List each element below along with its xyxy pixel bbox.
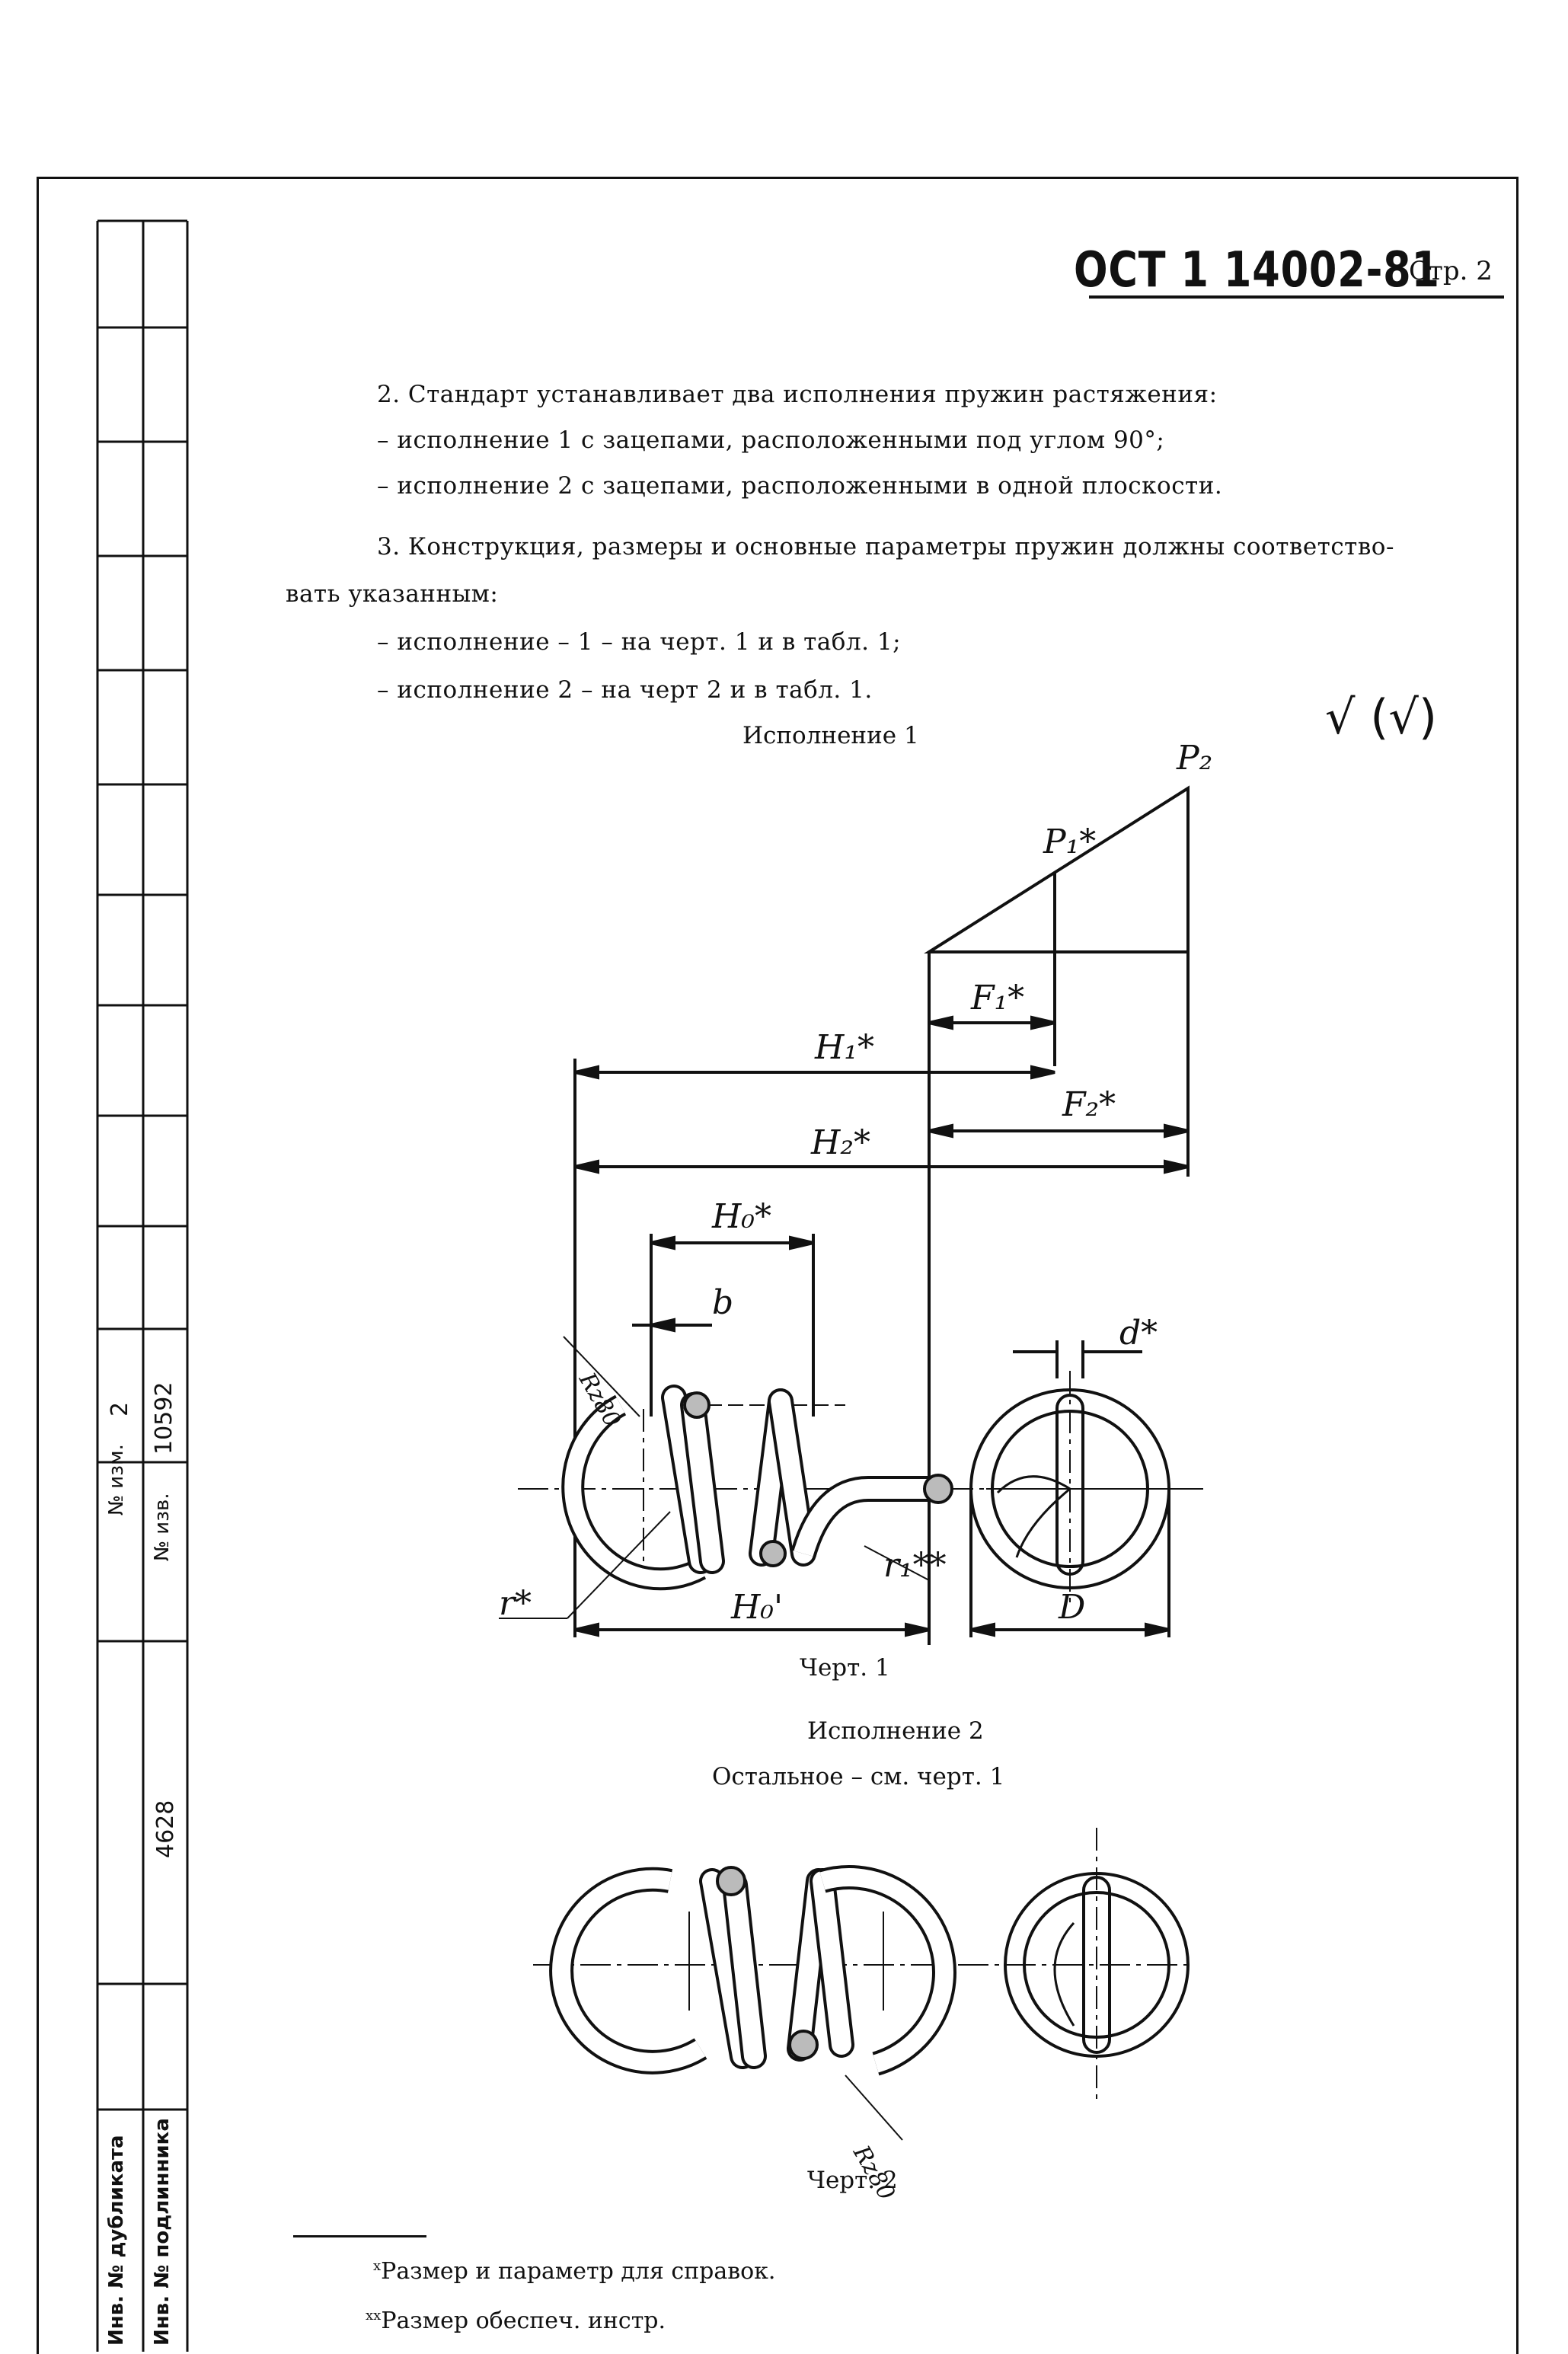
label-r1: r₁** <box>883 1546 947 1585</box>
header-underline <box>1089 295 1504 299</box>
figure-2-drawing: Rz80 <box>533 1828 1190 2205</box>
paragraph-2-item-1: – исполнение 1 с зацепами, расположенным… <box>377 426 1165 454</box>
paragraph-2-item-2: – исполнение 2 с зацепами, расположенным… <box>377 472 1223 500</box>
label-h1: H₁* <box>814 1028 874 1067</box>
paragraph-3-cont: вать указанным: <box>286 580 499 608</box>
footnote-rule <box>293 2235 426 2237</box>
label-h0-prime: H₀' <box>730 1588 783 1627</box>
page-frame <box>37 177 1519 2354</box>
paragraph-2: 2. Стандарт устанавливает два исполнения… <box>377 381 1218 408</box>
label-D: D <box>1058 1588 1085 1627</box>
label-p1: P₁* <box>1043 822 1096 861</box>
label-p2: P₂ <box>1176 739 1212 778</box>
fig2-subtitle: Остальное – см. черт. 1 <box>712 1763 1005 1790</box>
label-rz80-fig1: Rz80 <box>573 1368 626 1433</box>
footnote-2-mark: xx <box>366 2308 382 2324</box>
label-d: d* <box>1119 1314 1158 1353</box>
standard-number: ОСТ 1 14002-81 <box>1074 242 1440 299</box>
footnote-1-text: Размер и параметр для справок. <box>381 2258 776 2285</box>
figure-1-drawing: P₂ P₁* F₁* H₁* F₂* H₂* H₀* b d* Rz80 r* … <box>499 739 1212 1645</box>
label-f2: F₂* <box>1062 1085 1116 1124</box>
footnote-2: xxРазмер обеспеч. инстр. <box>366 2308 666 2334</box>
label-h2: H₂* <box>810 1123 870 1162</box>
footnote-1: xРазмер и параметр для справок. <box>373 2258 775 2285</box>
footnote-2-text: Размер обеспеч. инстр. <box>381 2308 666 2334</box>
label-f1: F₁* <box>970 979 1024 1017</box>
paragraph-3-item-2: – исполнение 2 – на черт 2 и в табл. 1. <box>377 676 873 704</box>
fig1-caption: Черт. 1 <box>800 1654 890 1682</box>
sidebar-grid <box>96 219 189 2352</box>
label-h0: H₀* <box>711 1197 771 1236</box>
fig2-caption: Черт. 2 <box>807 2167 898 2194</box>
label-b: b <box>712 1283 733 1322</box>
paragraph-3: 3. Конструкция, размеры и основные парам… <box>377 533 1394 561</box>
fig2-title: Исполнение 2 <box>807 1717 984 1745</box>
label-r: r* <box>499 1584 532 1623</box>
footnote-1-mark: x <box>373 2258 382 2274</box>
page-header: ОСТ 1 14002-81 Стр. 2 <box>1074 242 1520 299</box>
fig1-title: Исполнение 1 <box>742 722 919 749</box>
surface-roughness-mark: √ (√) <box>1325 689 1438 745</box>
paragraph-3-item-1: – исполнение – 1 – на черт. 1 и в табл. … <box>377 628 902 656</box>
page-number: Стр. 2 <box>1409 256 1493 286</box>
